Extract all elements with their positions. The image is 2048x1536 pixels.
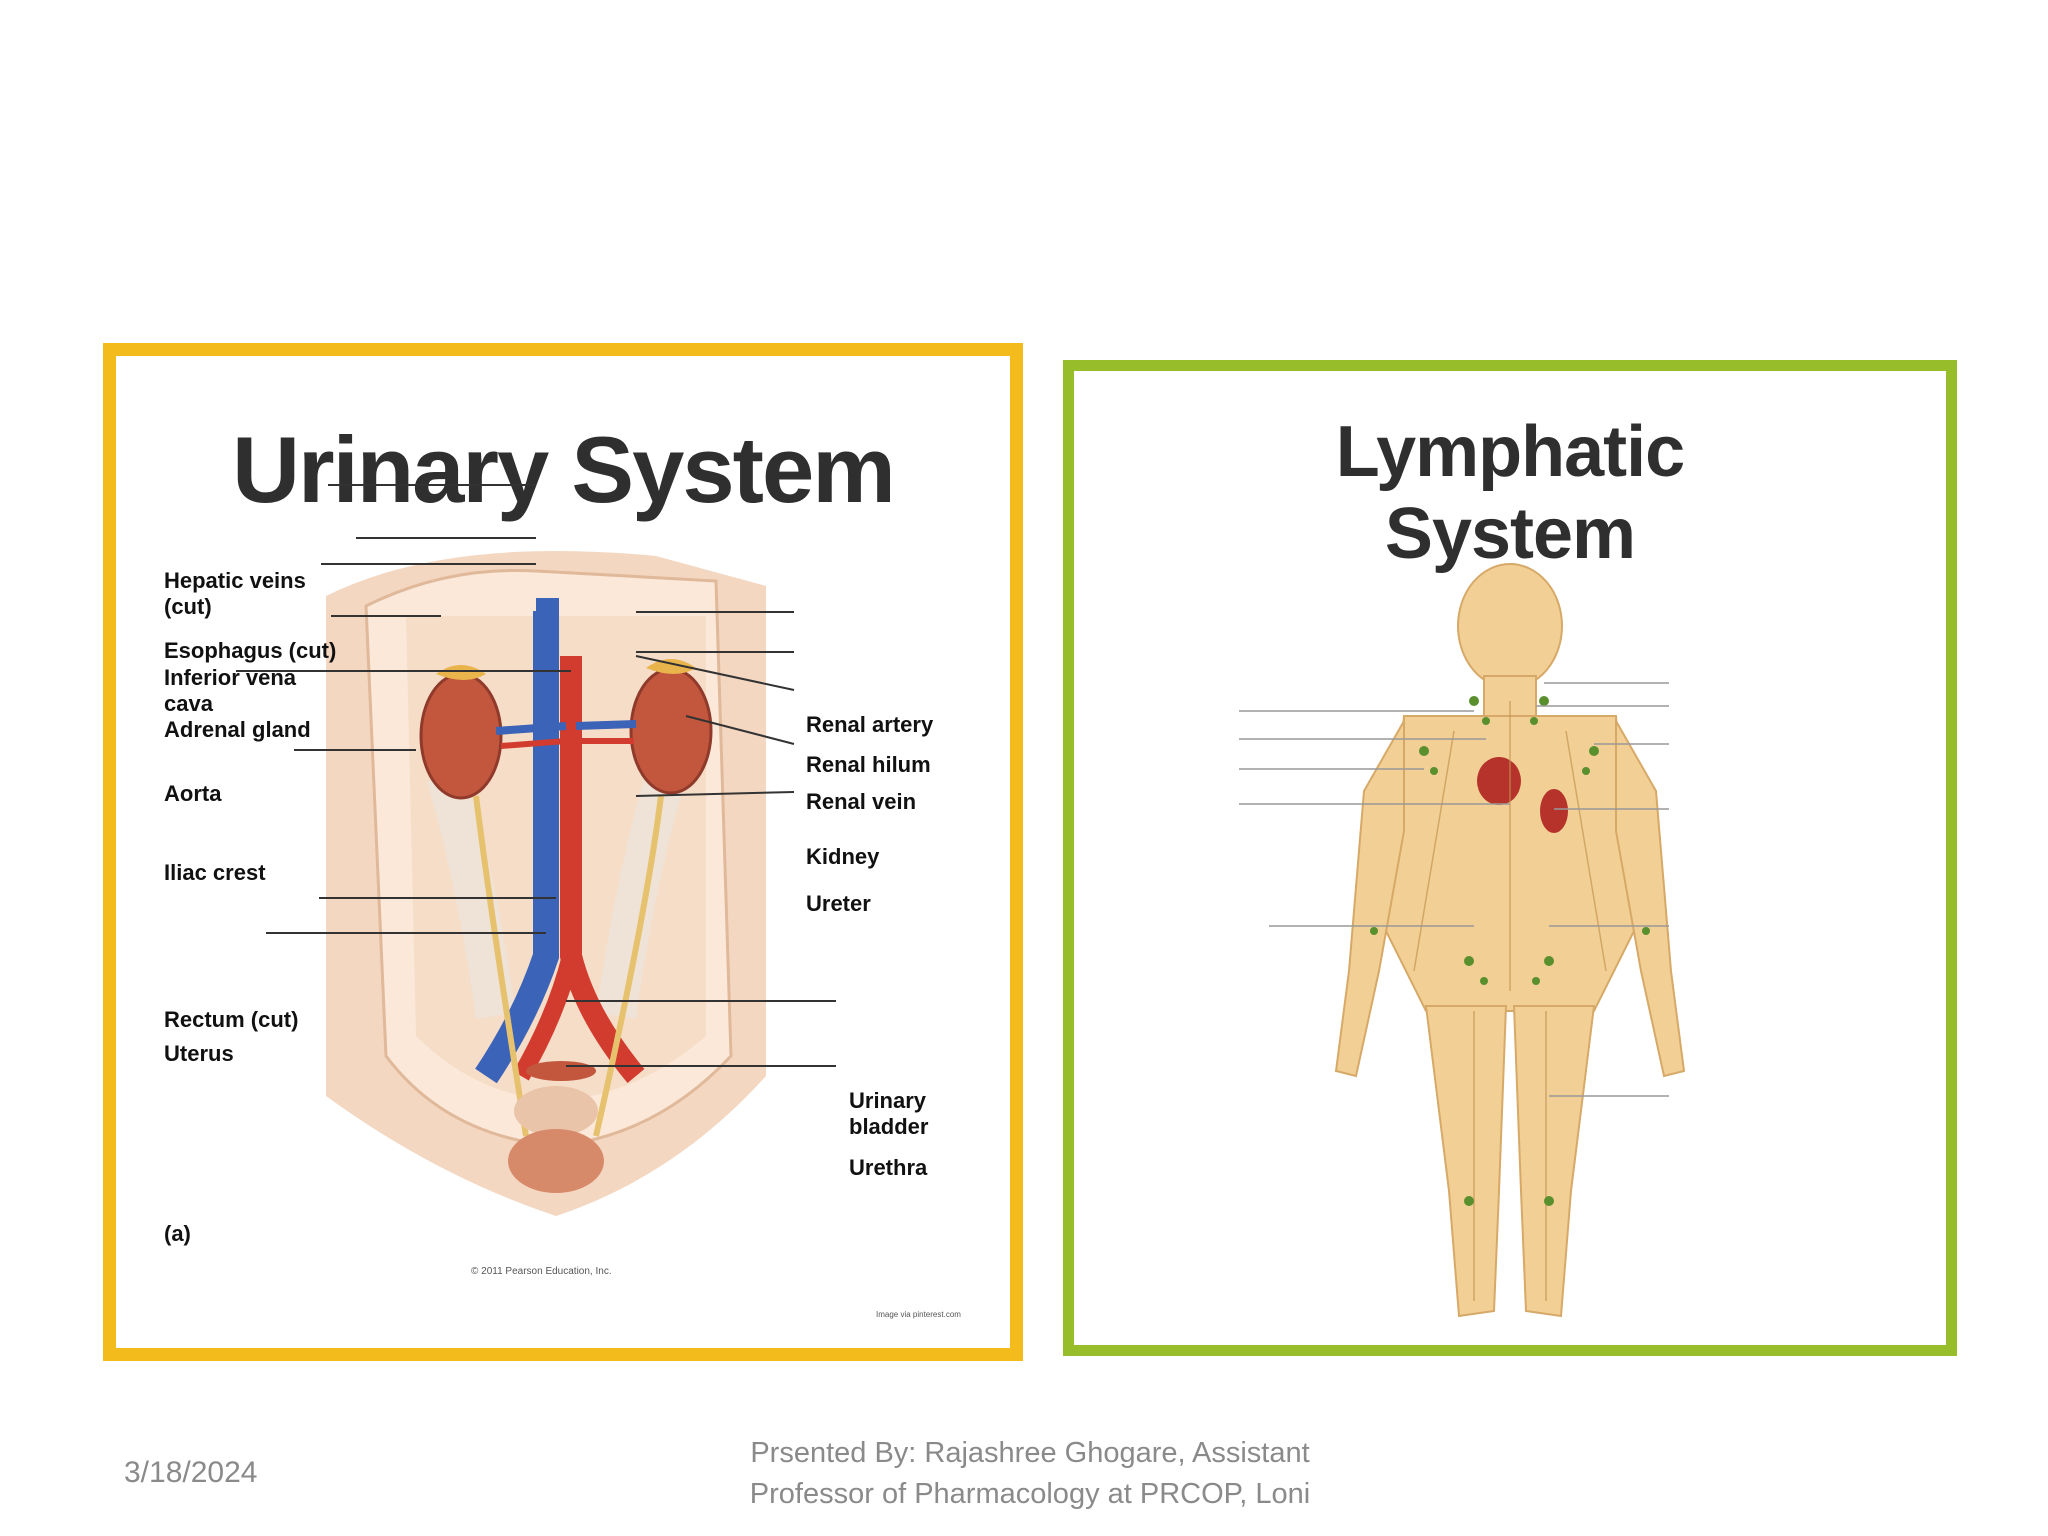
label-hepatic-veins: Hepatic veins (cut) [164, 568, 306, 619]
label-renal-vein: Renal vein [806, 789, 917, 814]
urinary-title: Urinary System [232, 417, 896, 522]
urinary-anatomy-illustration [236, 484, 836, 1216]
label-uterus: Uterus [164, 1041, 234, 1066]
label-ureter: Ureter [806, 891, 871, 916]
label-renal-artery: Renal artery [806, 712, 934, 737]
label-adrenal-gland: Adrenal gland [164, 717, 311, 742]
slide-date: 3/18/2024 [124, 1456, 258, 1489]
label-esophagus: Esophagus (cut) [164, 638, 337, 663]
label-urethra: Urethra [849, 1155, 928, 1180]
image-source-note: Image via pinterest.com [876, 1310, 961, 1319]
presenter-credit: Prsented By: Rajashree Ghogare, Assistan… [749, 1437, 1311, 1510]
label-rectum: Rectum (cut) [164, 1007, 299, 1032]
label-urinary-bladder: Urinary bladder [849, 1088, 929, 1139]
lymphatic-title: Lymphatic System [1335, 412, 1685, 574]
label-aorta: Aorta [164, 781, 222, 806]
label-kidney: Kidney [806, 844, 880, 869]
label-iliac-crest: Iliac crest [164, 860, 266, 885]
lymphatic-body-illustration [1239, 563, 1686, 1318]
label-renal-hilum: Renal hilum [806, 752, 931, 777]
label-inferior-vena-cava: Inferior vena cava [164, 665, 297, 716]
lymphatic-system-figure: Lymphatic System [1063, 360, 1957, 1356]
copyright-note: © 2011 Pearson Education, Inc. [471, 1266, 612, 1277]
urinary-system-figure: Urinary System [103, 343, 1023, 1361]
label-part-a: (a) [164, 1221, 191, 1246]
